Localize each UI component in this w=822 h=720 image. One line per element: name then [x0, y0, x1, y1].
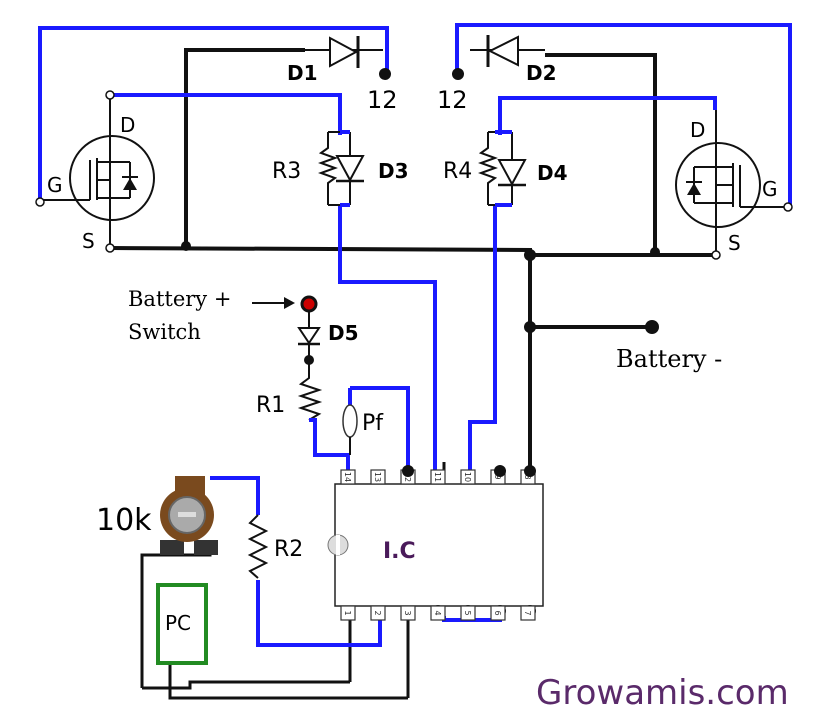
ic-pin-bottom-2	[370, 605, 386, 621]
mosfet-right-s: S	[728, 231, 741, 255]
ic-pin-label-7: 7	[523, 610, 532, 615]
black-wires	[109, 48, 716, 700]
resistor-r1	[297, 360, 323, 422]
d4-label: D4	[537, 161, 568, 185]
d2-label: D2	[526, 61, 557, 85]
pc-label: PC	[165, 611, 191, 635]
ic-pin-label-9: 9	[493, 474, 502, 479]
ic-pin-top-11	[430, 469, 446, 485]
d3-label: D3	[378, 159, 409, 183]
r4-d4-block	[478, 130, 527, 207]
ic-pin-bottom-5	[460, 605, 476, 621]
tap-right-label: 12	[437, 86, 468, 114]
ic-pin-label-1: 1	[343, 610, 352, 615]
mosfet-right-g: G	[762, 177, 778, 201]
ic-pin-bottom-1	[340, 605, 356, 621]
pf-label: Pf	[362, 411, 384, 436]
ic-pin-top-13	[370, 469, 386, 485]
resistor-r2	[247, 514, 269, 579]
ic-pin-bottom-4	[430, 605, 446, 621]
d1-label: D1	[287, 61, 318, 85]
potentiometer-10k	[160, 476, 218, 555]
ic-pin-label-11: 11	[433, 472, 442, 482]
ic-pin-label-4: 4	[433, 610, 442, 615]
ic-pin-label-10: 10	[463, 472, 472, 482]
mosfet-left-s: S	[82, 229, 95, 253]
mosfet-left-g: G	[47, 173, 63, 197]
ic-pin-label-13: 13	[373, 472, 382, 482]
junction-dots	[181, 241, 660, 334]
battery-plus-arrow	[252, 297, 295, 309]
r2-label: R2	[274, 537, 303, 562]
ic-pin-solder-dot	[402, 465, 414, 477]
pc-box	[156, 583, 208, 665]
pot-label: 10k	[96, 503, 152, 538]
ic-pin-top-14	[340, 469, 356, 485]
diode-d5	[297, 311, 321, 365]
ic-pin-label-8: 8	[523, 474, 532, 479]
ic-pin-label-3: 3	[403, 610, 412, 615]
ic-label: I.C	[383, 539, 416, 564]
d5-label: D5	[328, 321, 359, 345]
ic-chip	[327, 483, 544, 607]
ic-pin-label-2: 2	[373, 610, 382, 615]
battery-plus-label: Battery +	[128, 287, 231, 311]
ic-pin-label-6: 6	[493, 610, 502, 615]
r3-d3-block	[318, 130, 365, 207]
r1-label: R1	[256, 393, 285, 418]
ic-pin-bottom-7	[520, 605, 536, 621]
r3-label: R3	[272, 159, 301, 184]
mosfet-left	[35, 90, 155, 253]
switch-label: Switch	[128, 320, 201, 344]
r4-label: R4	[443, 159, 472, 184]
ic-pin-top-10	[460, 469, 476, 485]
ic-pins-bottom: 1 2 3 4 5 6 7	[340, 605, 536, 621]
battery-minus-label: Battery -	[616, 345, 722, 373]
ic-pin-bottom-6	[490, 605, 506, 621]
diode-d2	[452, 35, 545, 80]
ic-pin-bottom-3	[400, 605, 416, 621]
diode-d1	[300, 36, 391, 80]
mosfet-left-d: D	[120, 113, 135, 137]
ic-pin-label-12: 12	[403, 472, 412, 482]
ic-pin-label-5: 5	[463, 610, 472, 615]
tap-left-label: 12	[367, 86, 398, 114]
battery-plus-terminal	[300, 295, 318, 313]
mosfet-right-d: D	[690, 118, 705, 142]
ic-pin-solder-dot	[524, 465, 536, 477]
capacitor-pf	[342, 388, 358, 455]
mosfet-right	[675, 110, 793, 260]
ic-pin-label-14: 14	[343, 472, 352, 482]
watermark: Growamis.com	[536, 673, 789, 713]
ic-pin-solder-dot	[494, 465, 506, 477]
